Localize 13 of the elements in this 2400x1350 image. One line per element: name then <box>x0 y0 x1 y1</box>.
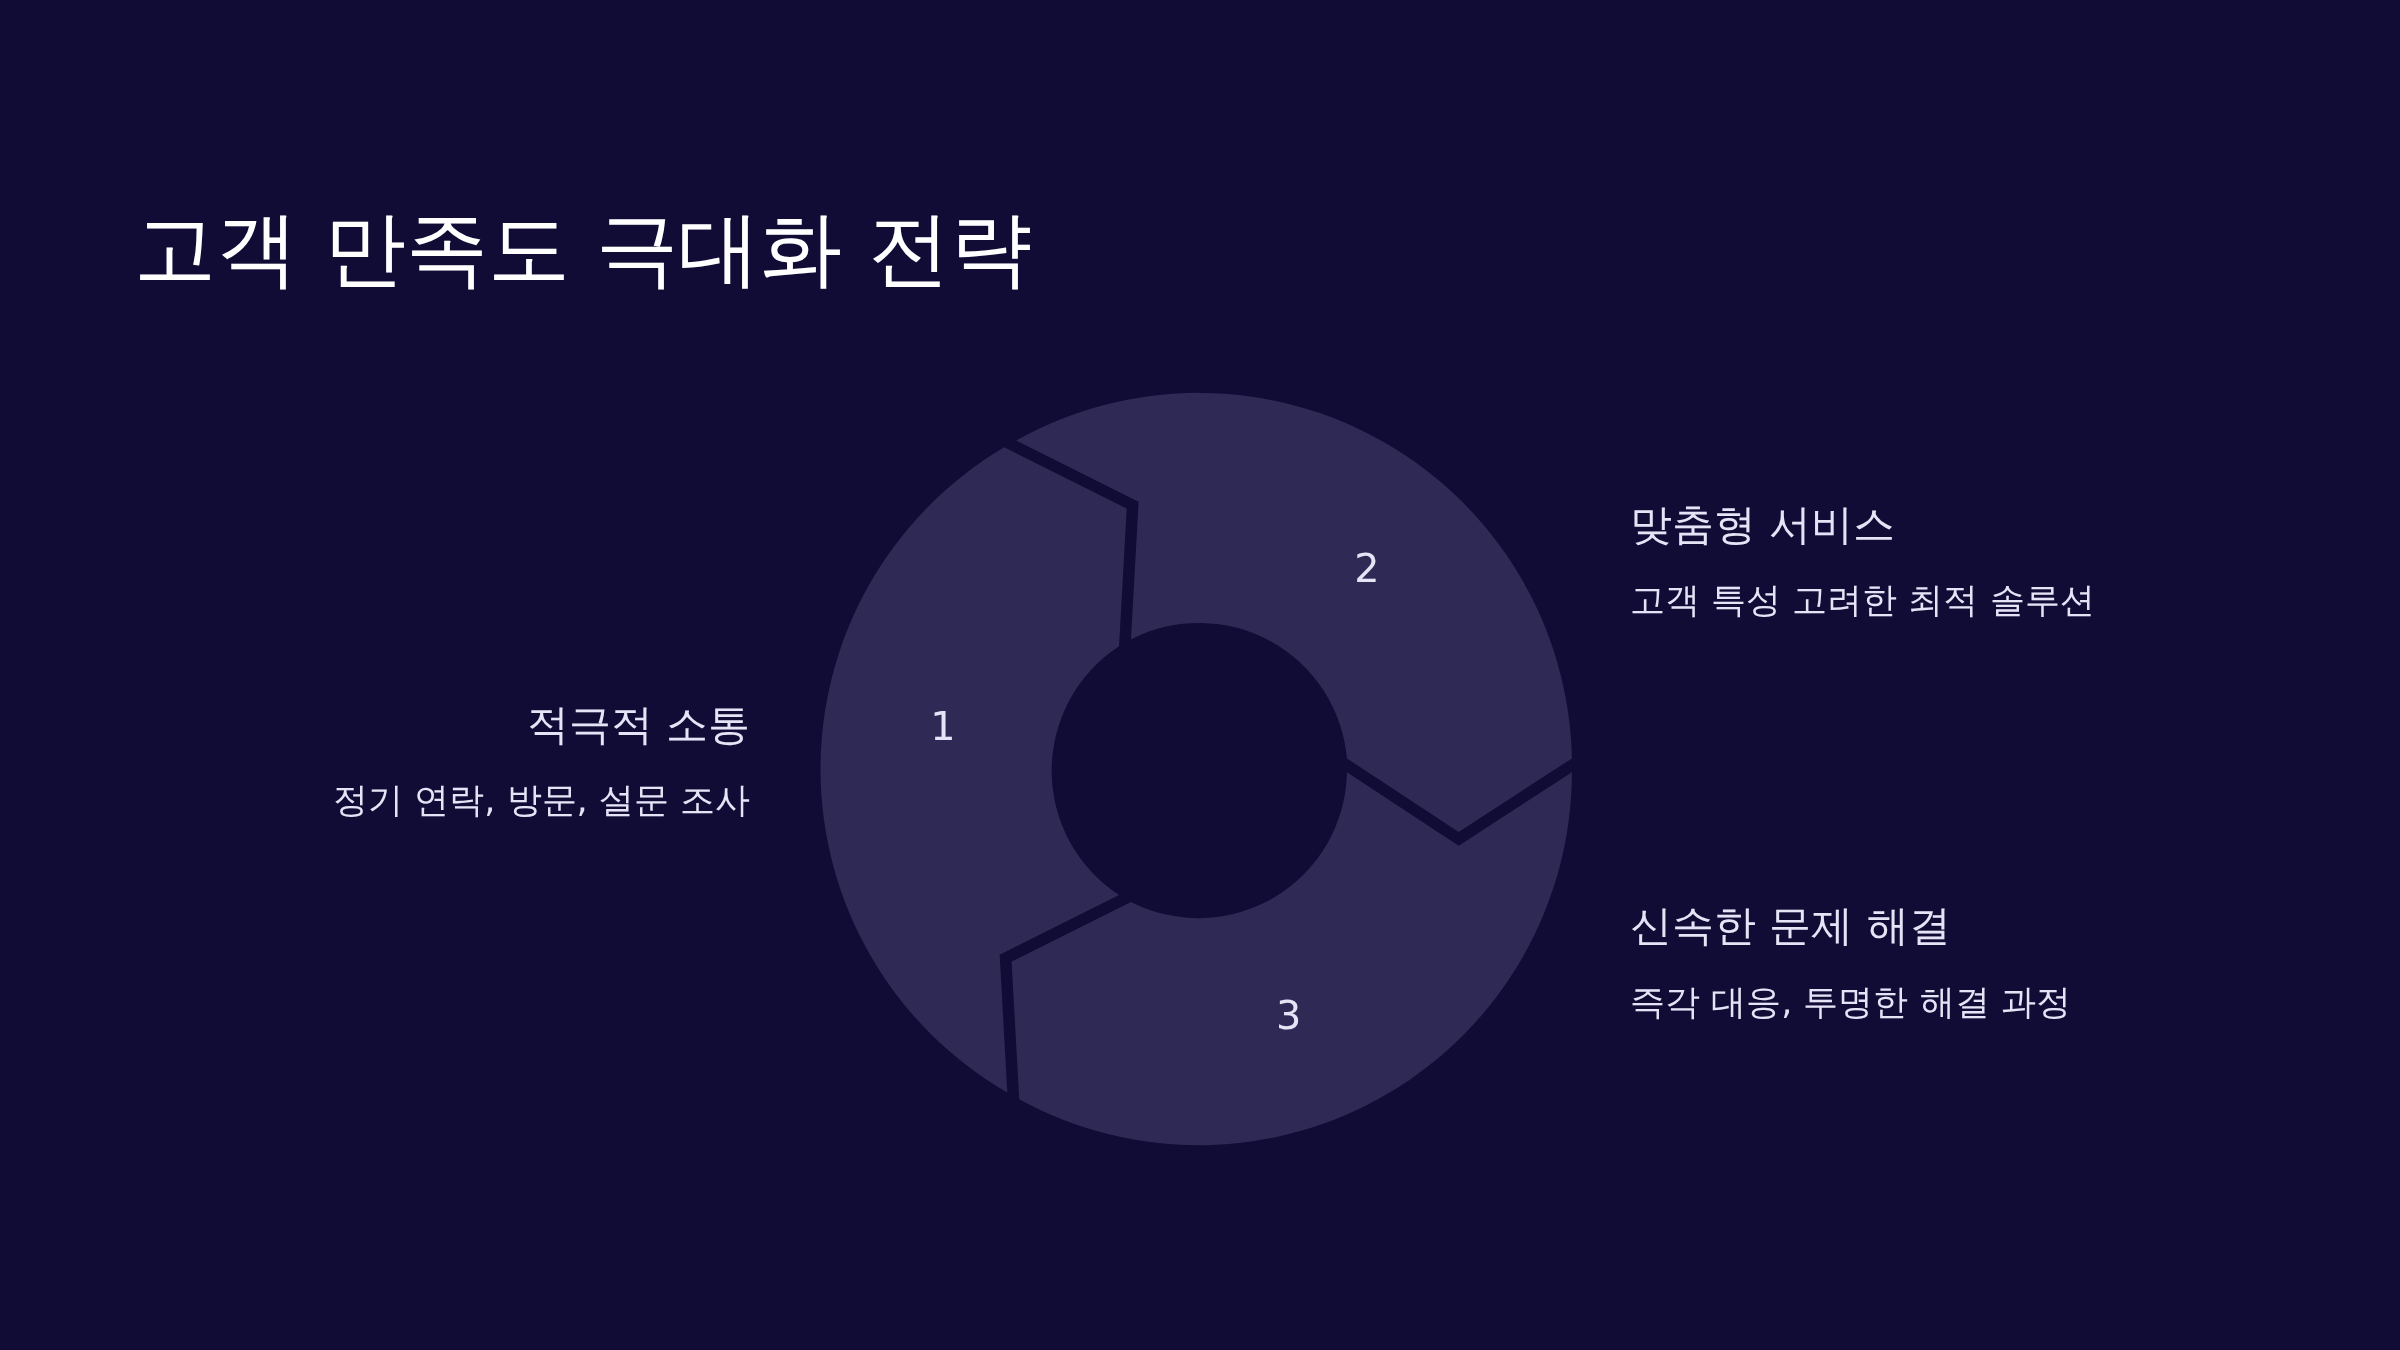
ring-segment <box>1011 772 1572 1146</box>
step-number: 3 <box>1276 991 1302 1038</box>
step-number: 1 <box>930 702 956 749</box>
ring-segment <box>821 447 1127 1093</box>
step-description: 정기 연락, 방문, 설문 조사 <box>333 779 750 821</box>
step-number: 2 <box>1354 544 1380 591</box>
title: 고객 만족도 극대화 전략 <box>134 200 1033 298</box>
step-heading: 맞춤형 서비스 <box>1630 500 1896 551</box>
step-description: 고객 특성 고려한 최적 솔루션 <box>1630 579 2095 621</box>
step-description: 즉각 대응, 투명한 해결 과정 <box>1630 981 2071 1023</box>
step-heading: 적극적 소통 <box>526 700 750 751</box>
step-heading: 신속한 문제 해결 <box>1630 901 1951 952</box>
ring-segment <box>1016 392 1572 832</box>
